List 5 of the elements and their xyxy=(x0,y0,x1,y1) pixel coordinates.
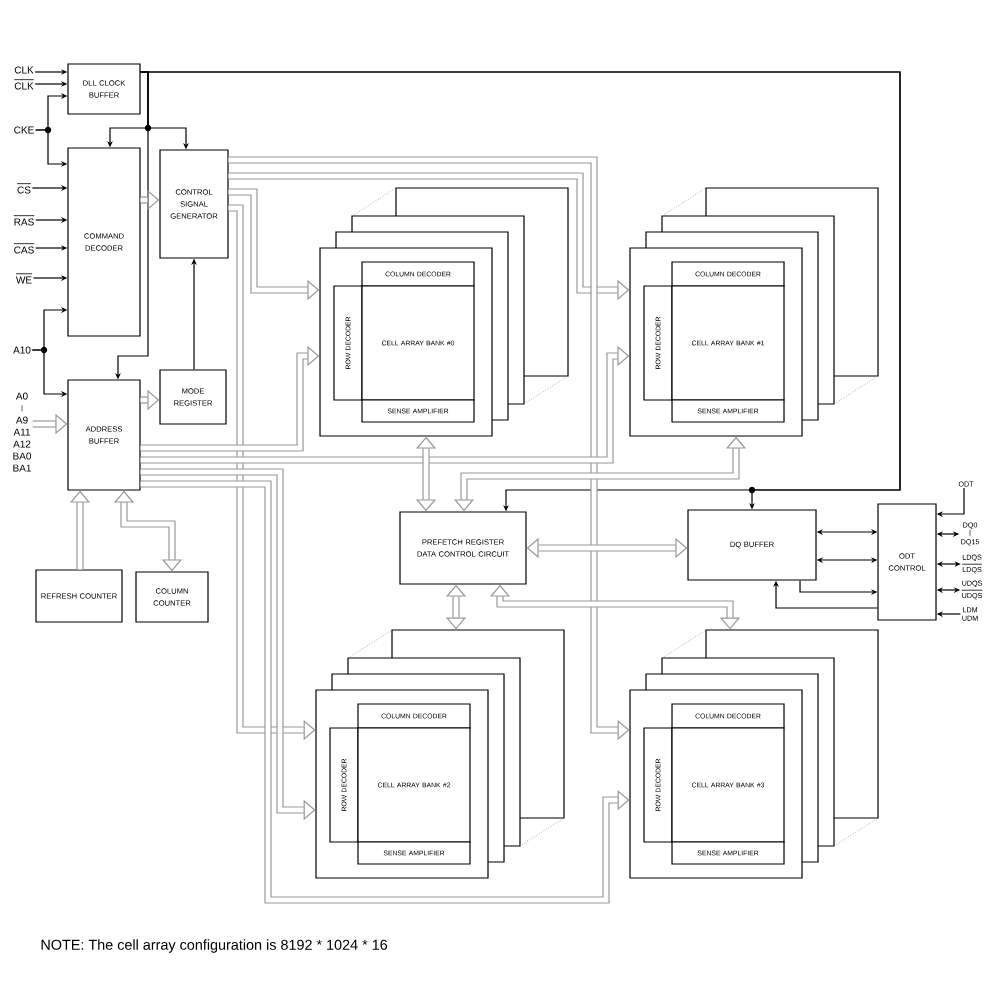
bus-arrow xyxy=(445,584,467,630)
bus-arrow xyxy=(489,584,741,630)
bus-arrow xyxy=(113,490,183,572)
bus-arrow xyxy=(526,537,688,559)
bus-arrow xyxy=(140,480,630,904)
